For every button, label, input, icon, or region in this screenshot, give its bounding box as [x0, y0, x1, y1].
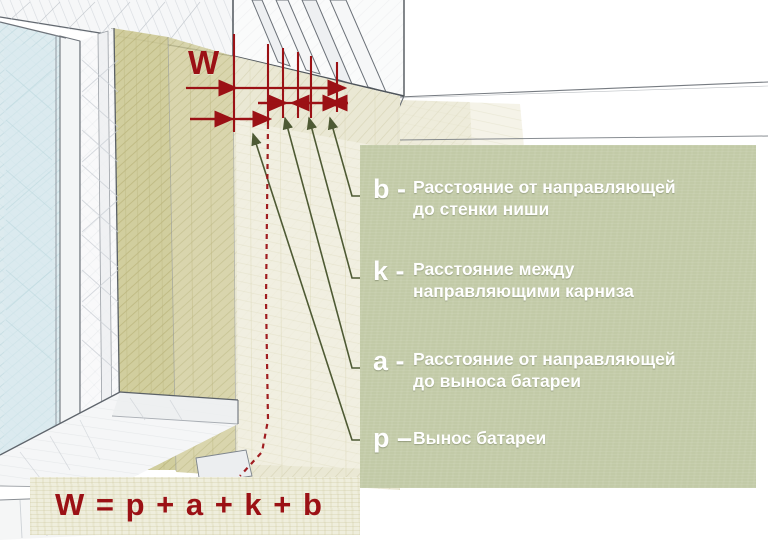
window-assembly [0, 21, 121, 471]
ceiling-curtain-niche [232, 0, 405, 330]
formula-background-strip [30, 477, 360, 535]
legend-item-k: k - Расстояние между направляющими карни… [373, 258, 634, 302]
legend-text-k: Расстояние между направляющими карниза [413, 259, 634, 301]
legend-symbol-b: b - [373, 174, 407, 204]
legend-text-a: Расстояние от направляющей до выноса бат… [413, 349, 676, 391]
window-sill [0, 391, 239, 489]
legend-text-p: Вынос батареи [413, 428, 547, 448]
legend-item-b: b - Расстояние от направляющей до стенки… [373, 176, 676, 220]
legend-item-p: p – Вынос батареи [373, 425, 546, 452]
legend-item-a: a - Расстояние от направляющей до выноса… [373, 348, 676, 392]
legend-panel [360, 145, 756, 488]
formula-text: W = p + a + k + b [55, 487, 324, 522]
legend-symbol-a: a - [373, 346, 405, 376]
dimension-label-W: W [188, 44, 220, 81]
legend-text-b: Расстояние от направляющей до стенки ниш… [413, 177, 676, 219]
legend-symbol-p: p – [373, 423, 413, 453]
niche-wall [111, 27, 400, 490]
dimension-lines [186, 34, 348, 132]
legend-symbol-k: k - [373, 256, 405, 286]
